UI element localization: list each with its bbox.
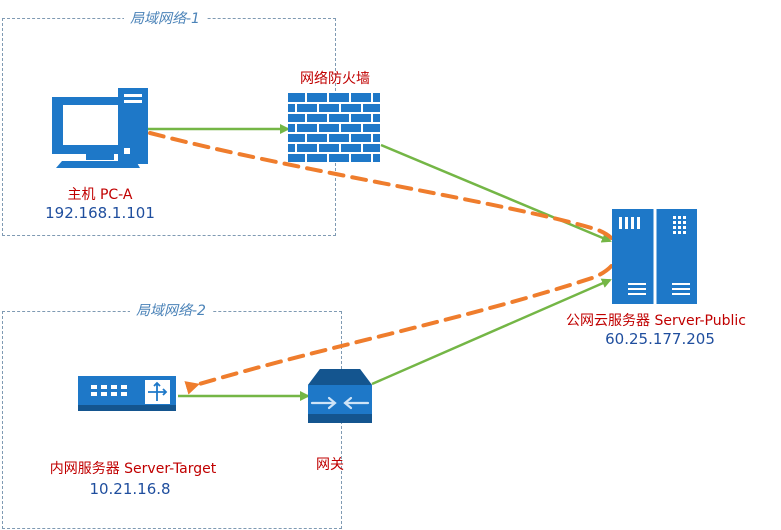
gateway-router-icon [308, 369, 372, 423]
firewall-name-label: 网络防火墙 [300, 71, 370, 87]
lan2-zone-label: 局域网络-2 [130, 300, 212, 320]
switch-server-icon [78, 376, 176, 411]
lan1-zone-label: 局域网络-1 [124, 8, 206, 28]
pc-ip-label: 192.168.1.101 [45, 204, 155, 222]
link-gateway-to-server [371, 278, 612, 386]
link-firewall-to-server [380, 143, 612, 243]
cloud-server-ip-label: 60.25.177.205 [605, 330, 715, 348]
green-links [148, 124, 612, 401]
internal-server-ip-label: 10.21.16.8 [89, 480, 171, 498]
gateway-name-label: 网关 [316, 457, 344, 473]
cloud-server-name-label: 公网云服务器 Server-Public [566, 313, 746, 329]
pc-name-label: 主机 PC-A [67, 187, 133, 203]
tunnel-path [148, 131, 620, 395]
server-tower-icon [612, 209, 697, 304]
desktop-computer-icon [52, 88, 148, 168]
firewall-icon [288, 93, 380, 162]
internal-server-name-label: 内网服务器 Server-Target [49, 461, 217, 477]
